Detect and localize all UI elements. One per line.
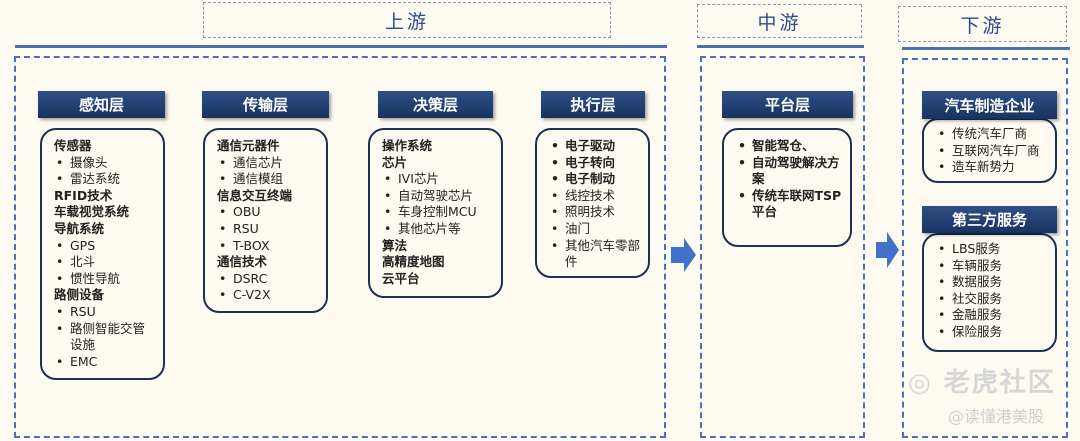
stage-midstream-title: 中游 <box>697 4 862 38</box>
category-label: 算法 <box>382 237 408 253</box>
category-label: 高精度地图 <box>382 254 445 270</box>
layer-content-box: 通信元器件通信芯片通信模组信息交互终端OBURSUT-BOX通信技术DSRCC-… <box>203 128 328 313</box>
list-item: 电子制动 <box>549 171 642 188</box>
category-label: 云平台 <box>382 270 420 286</box>
list-item: 金融服务 <box>936 307 1049 324</box>
layer-header: 平台层 <box>722 91 853 118</box>
list-item: 电子转向 <box>549 155 642 172</box>
category-label: 操作系统 <box>382 138 433 153</box>
list-item: OBU <box>217 204 320 221</box>
midstream-region <box>700 56 865 438</box>
list-item: GPS <box>54 238 157 255</box>
list-item: 保险服务 <box>936 324 1049 341</box>
stage-downstream-title: 下游 <box>898 6 1067 42</box>
category-label: 通信元器件 <box>217 138 280 153</box>
list-item: 电子驱动 <box>549 138 642 155</box>
list-item: 通信芯片 <box>217 155 320 172</box>
list-item: RSU <box>217 221 320 238</box>
list-item: 数据服务 <box>936 274 1049 291</box>
layer-header: 汽车制造企业 <box>922 91 1057 119</box>
category-label: 路侧设备 <box>54 287 105 303</box>
category-label: 导航系统 <box>54 220 105 236</box>
layer-header: 传输层 <box>202 91 329 118</box>
list-item: 车辆服务 <box>936 258 1049 275</box>
list-item: 摄像头 <box>54 155 157 172</box>
list-item: 其他芯片等 <box>382 221 495 238</box>
stage-upstream-title: 上游 <box>203 2 611 38</box>
list-item: 油门 <box>549 221 642 238</box>
list-item: 线控技术 <box>549 188 642 205</box>
list-item: C-V2X <box>217 287 320 304</box>
list-item: 传统车联网TSP平台 <box>736 188 844 221</box>
list-item: 造车新势力 <box>936 159 1049 176</box>
layer-header: 第三方服务 <box>922 206 1057 233</box>
arrow-right-icon <box>671 238 696 272</box>
layer-content-box: LBS服务车辆服务数据服务社交服务金融服务保险服务 <box>922 233 1057 352</box>
list-item: EMC <box>54 354 157 371</box>
list-item: 智能驾仓、 <box>736 138 844 155</box>
list-item: 自动驾驶解决方案 <box>736 155 844 188</box>
watermark-handle: @读懂港美股 <box>948 407 1045 426</box>
list-item: 车身控制MCU <box>382 204 495 221</box>
list-item: 雷达系统 <box>54 171 157 188</box>
list-item: 路侧智能交管设施 <box>54 321 157 354</box>
category-label: 车载视觉系统 <box>54 204 130 220</box>
divider <box>697 45 864 48</box>
layer-content-box: 电子驱动电子转向电子制动线控技术照明技术油门其他汽车零部件 <box>535 128 650 278</box>
layer-content-box: 传统汽车厂商互联网汽车厂商造车新势力 <box>922 118 1057 183</box>
category-label: 芯片 <box>382 154 408 170</box>
list-item: 其他汽车零部件 <box>549 238 642 271</box>
category-label: 通信技术 <box>217 254 268 270</box>
list-item: 惯性导航 <box>54 271 157 288</box>
divider <box>902 47 1070 50</box>
watermark-logo-text: 老虎社区 <box>943 368 1056 398</box>
list-item: T-BOX <box>217 238 320 255</box>
list-item: 照明技术 <box>549 204 642 221</box>
layer-header: 感知层 <box>38 91 165 118</box>
list-item: 互联网汽车厂商 <box>936 143 1049 160</box>
watermark-logo: ◎ 老虎社区 <box>908 368 1056 398</box>
category-label: RFID技术 <box>54 187 113 203</box>
upstream-region <box>14 56 666 438</box>
list-item: RSU <box>54 304 157 321</box>
list-item: 自动驾驶芯片 <box>382 188 495 205</box>
divider <box>15 45 667 48</box>
layer-header: 决策层 <box>378 91 493 118</box>
layer-content-box: 智能驾仓、自动驾驶解决方案传统车联网TSP平台 <box>722 128 852 247</box>
list-item: 传统汽车厂商 <box>936 126 1049 143</box>
list-item: 社交服务 <box>936 291 1049 308</box>
layer-header: 执行层 <box>541 91 645 118</box>
layer-content-box: 操作系统芯片IVI芯片自动驾驶芯片车身控制MCU其他芯片等算法高精度地图云平台 <box>368 128 503 298</box>
category-label: 传感器 <box>54 138 92 153</box>
list-item: DSRC <box>217 271 320 288</box>
downstream-region <box>902 58 1068 438</box>
layer-content-box: 传感器摄像头雷达系统RFID技术车载视觉系统导航系统 GPS北斗惯性导航路侧设备R… <box>40 128 165 380</box>
list-item: 通信模组 <box>217 171 320 188</box>
list-item: IVI芯片 <box>382 171 495 188</box>
list-item: LBS服务 <box>936 241 1049 258</box>
category-label: 信息交互终端 <box>217 187 293 203</box>
arrow-right-icon <box>876 232 899 268</box>
list-item: 北斗 <box>54 254 157 271</box>
